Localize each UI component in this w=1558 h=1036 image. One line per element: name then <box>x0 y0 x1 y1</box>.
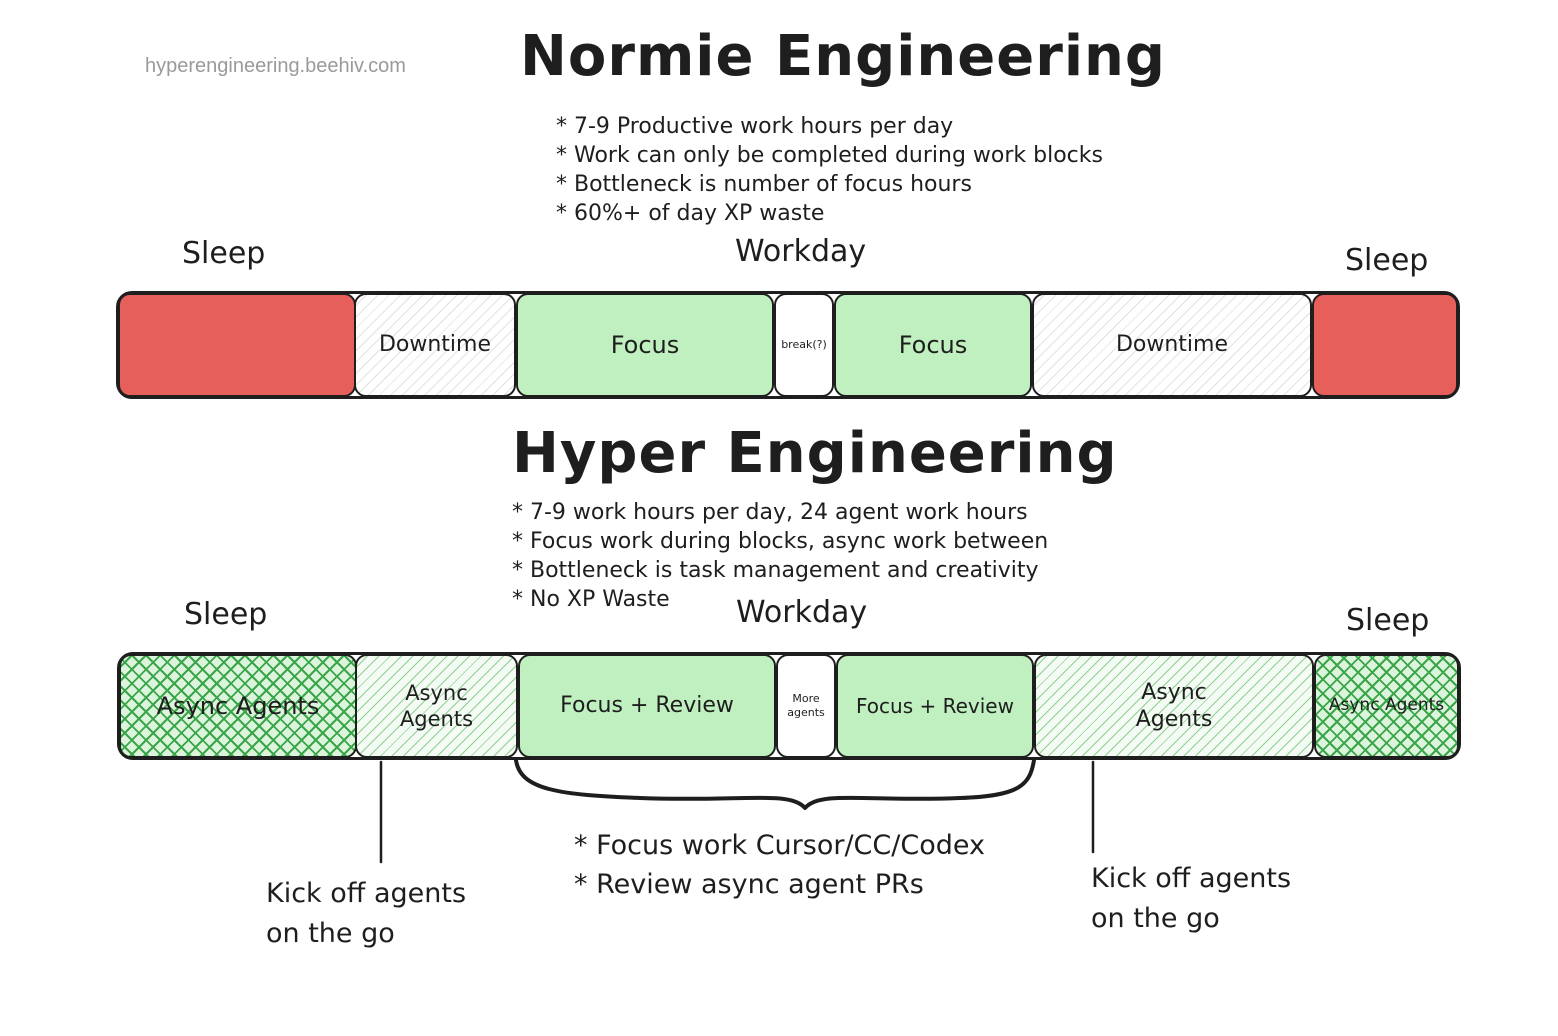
focus-brace <box>514 758 1036 810</box>
normie-timeline-bar <box>116 291 1460 399</box>
hyper-async-agents-block-right: Async Agents <box>1314 654 1459 758</box>
normie-downtime-block: Downtime <box>354 293 516 397</box>
normie-bullet: * Work can only be completed during work… <box>556 143 1103 168</box>
normie-sleep-block-right <box>1312 293 1458 397</box>
hyper-bullet: * Focus work during blocks, async work b… <box>512 529 1049 554</box>
brace-notes: * Focus work Cursor/CC/Codex * Review as… <box>574 826 985 904</box>
hyper-async-agents-block-left: Async Agents <box>119 654 357 758</box>
normie-title: Normie Engineering <box>520 24 1166 89</box>
normie-bullet: * 7-9 Productive work hours per day <box>556 114 954 139</box>
normie-sleep-right-label: Sleep <box>1345 243 1429 278</box>
normie-workday-label: Workday <box>735 234 867 269</box>
normie-sleep-left-label: Sleep <box>182 236 266 271</box>
hyper-bullet: * 7-9 work hours per day, 24 agent work … <box>512 500 1028 525</box>
hyper-workday-label: Workday <box>736 595 868 630</box>
callout-right-line: Kick off agents <box>1091 863 1292 894</box>
hyper-bullets: * 7-9 work hours per day, 24 agent work … <box>512 498 1048 614</box>
normie-focus-block: Focus <box>516 293 774 397</box>
normie-bullet: * Bottleneck is number of focus hours <box>556 172 972 197</box>
hyper-title: Hyper Engineering <box>512 421 1118 486</box>
watermark: hyperengineering.beehiv.com <box>145 55 406 77</box>
hyper-focus-review-block: Focus + Review <box>836 654 1034 758</box>
hyper-sleep-right-label: Sleep <box>1346 603 1430 638</box>
hyper-bullet: * Bottleneck is task management and crea… <box>512 558 1039 583</box>
normie-downtime-block: Downtime <box>1032 293 1312 397</box>
hyper-sleep-left-label: Sleep <box>184 597 268 632</box>
normie-bullet: * 60%+ of day XP waste <box>556 201 825 226</box>
callout-right-line: on the go <box>1091 903 1220 934</box>
callout-left-line: Kick off agents <box>266 878 467 909</box>
hyper-bullet: * No XP Waste <box>512 587 670 612</box>
hyper-timeline-bar <box>117 652 1461 760</box>
hyper-focus-review-block: Focus + Review <box>518 654 776 758</box>
callout-right: Kick off agents on the go <box>1091 859 1291 939</box>
brace-note: * Focus work Cursor/CC/Codex <box>574 830 985 861</box>
normie-focus-block: Focus <box>834 293 1032 397</box>
normie-break-block: break(?) <box>774 293 834 397</box>
callout-left: Kick off agents on the go <box>266 874 466 954</box>
callout-left-line: on the go <box>266 918 395 949</box>
normie-bullets: * 7-9 Productive work hours per day * Wo… <box>556 112 1103 228</box>
brace-note: * Review async agent PRs <box>574 869 924 900</box>
